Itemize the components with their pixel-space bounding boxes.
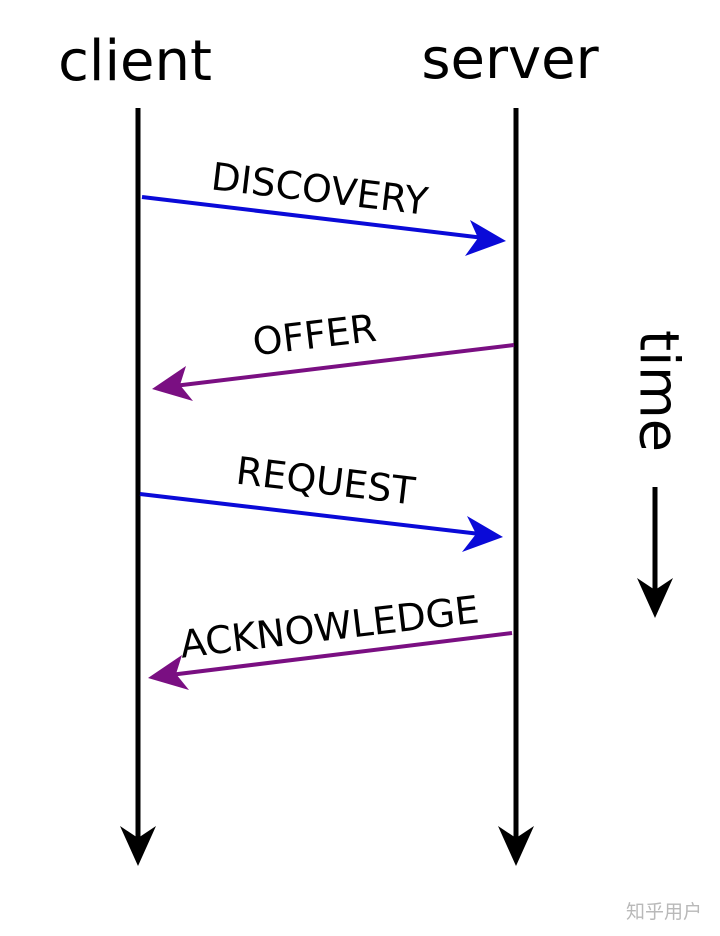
server-lifeline bbox=[498, 108, 534, 866]
acknowledge-arrowhead bbox=[148, 655, 189, 690]
offer-arrowhead bbox=[152, 366, 193, 401]
message-label-request: REQUEST bbox=[234, 449, 418, 514]
time-label: time bbox=[627, 330, 690, 452]
message-acknowledge: ACKNOWLEDGE bbox=[148, 587, 513, 690]
time-arrowhead bbox=[637, 578, 673, 618]
client-lifeline bbox=[120, 108, 156, 866]
message-request: REQUEST bbox=[139, 449, 503, 552]
server-lifeline-arrowhead bbox=[498, 826, 534, 866]
server-label: server bbox=[421, 27, 599, 92]
message-offer: OFFER bbox=[152, 306, 515, 401]
watermark: 知乎用户 bbox=[626, 901, 702, 923]
time-arrow bbox=[637, 487, 673, 618]
message-discovery: DISCOVERY bbox=[141, 154, 506, 256]
discovery-arrowhead bbox=[465, 220, 506, 256]
request-arrowhead bbox=[462, 516, 503, 552]
client-label: client bbox=[58, 29, 212, 94]
message-label-discovery: DISCOVERY bbox=[209, 154, 431, 224]
message-label-offer: OFFER bbox=[250, 306, 378, 364]
client-lifeline-arrowhead bbox=[120, 826, 156, 866]
